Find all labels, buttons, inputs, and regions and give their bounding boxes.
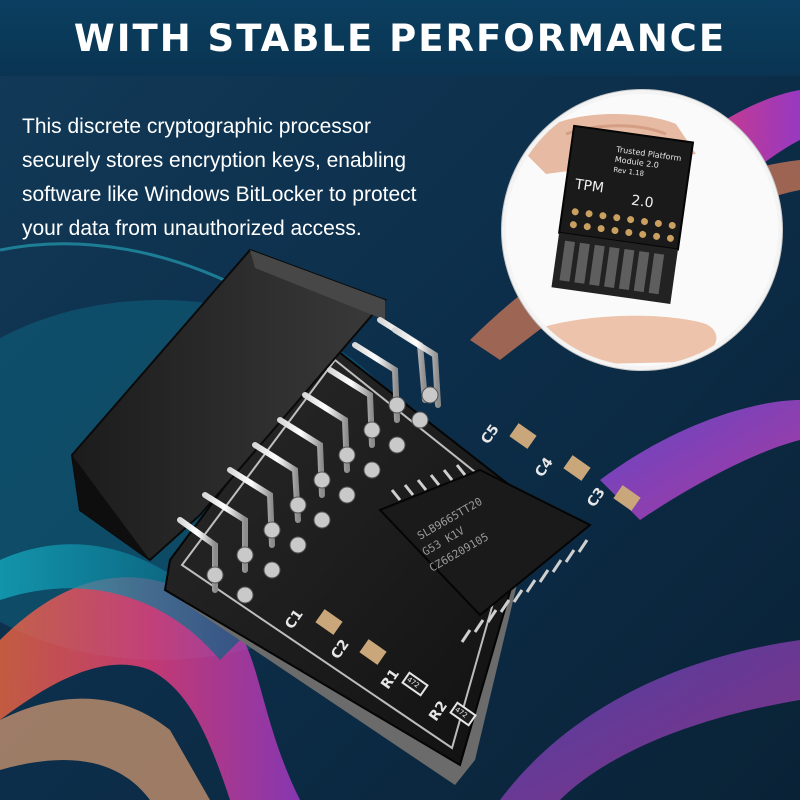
description-line: This discrete cryptographic processor — [22, 115, 371, 138]
solder-pads — [206, 386, 439, 604]
description-line: your data from unauthorized access. — [22, 217, 362, 240]
title-banner: WITH STABLE PERFORMANCE — [0, 0, 800, 76]
description-line: software like Windows BitLocker to prote… — [22, 183, 417, 206]
label-c3: C3 — [584, 485, 609, 511]
label-c4: C4 — [532, 455, 557, 481]
resistors: 472 472 — [401, 671, 477, 727]
inset-module-illustration: Trusted Platform Module 2.0 Rev 1.18 TPM… — [506, 94, 778, 366]
description-line: securely stores encryption keys, enablin… — [22, 149, 407, 172]
capacitors — [315, 423, 641, 665]
label-c5: C5 — [478, 422, 503, 448]
banner-title: WITH STABLE PERFORMANCE — [73, 16, 727, 60]
inset-module-label: TPM — [573, 176, 605, 196]
inset-photo: Trusted Platform Module 2.0 Rev 1.18 TPM… — [502, 90, 782, 370]
inset-module-version: 2.0 — [630, 193, 654, 212]
description-text: This discrete cryptographic processor se… — [22, 110, 492, 246]
tpm-chip: SLB9665TT20 G53 K1V CZ66209105 — [378, 464, 592, 643]
